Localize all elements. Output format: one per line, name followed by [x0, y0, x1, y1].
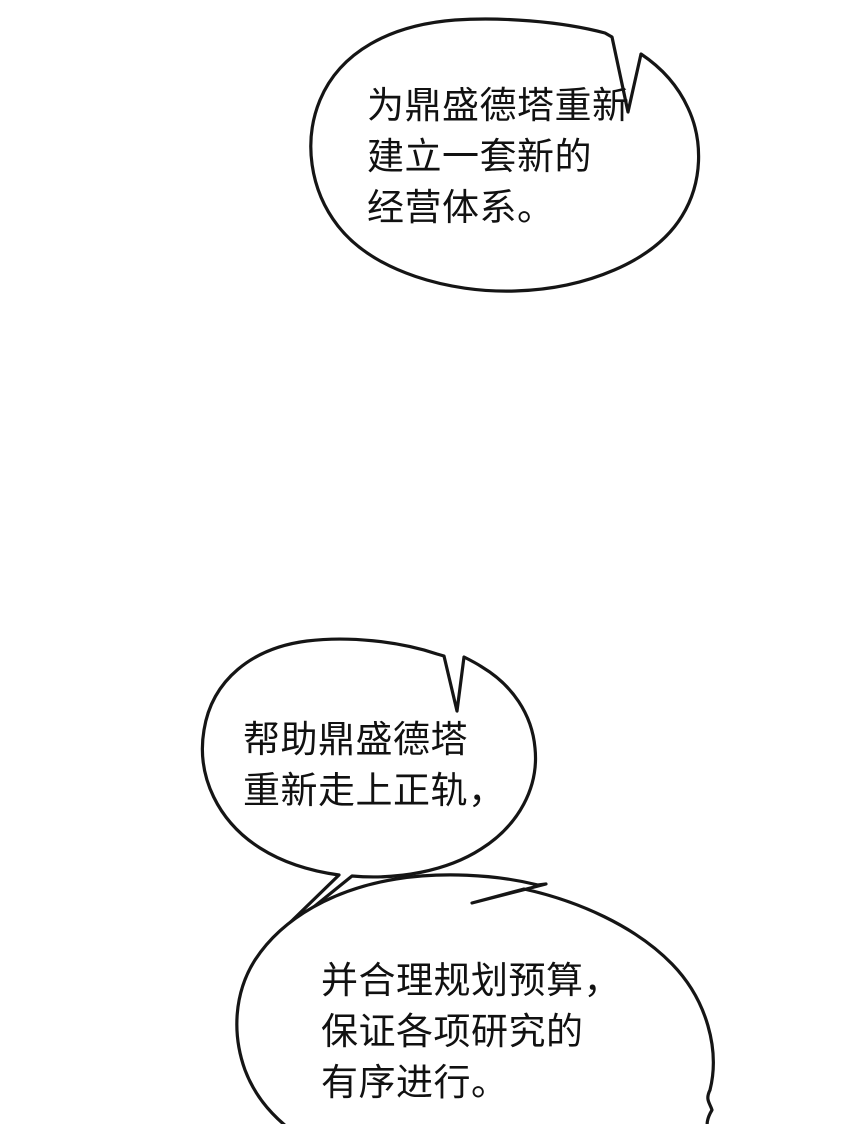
bubble-3-text: 并合理规划预算， 保证各项研究的 有序进行。 — [321, 960, 621, 1103]
bubble-2-text: 帮助鼎盛德塔 重新走上正轨， — [243, 719, 506, 811]
bubble-1-text: 为鼎盛德塔重新 建立一套新的 经营体系。 — [367, 85, 630, 228]
